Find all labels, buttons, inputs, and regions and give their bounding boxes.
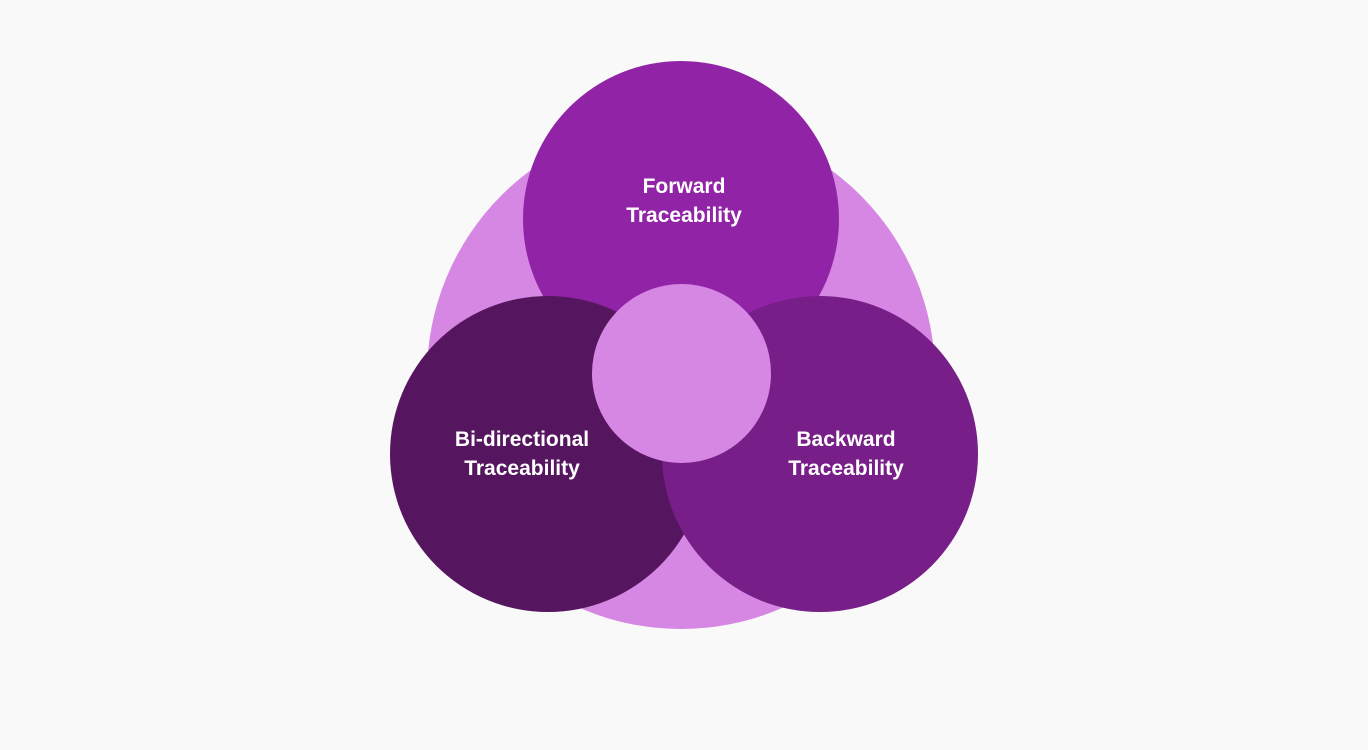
forward-traceability-label: Forward Traceability bbox=[554, 172, 814, 230]
bidirectional-traceability-label: Bi-directional Traceability bbox=[392, 425, 652, 483]
backward-label-line2: Traceability bbox=[788, 457, 904, 480]
forward-label-line2: Traceability bbox=[626, 204, 742, 227]
center-intersection-circle bbox=[592, 284, 771, 463]
bidirectional-label-line2: Traceability bbox=[464, 457, 580, 480]
backward-traceability-label: Backward Traceability bbox=[716, 425, 976, 483]
forward-label-line1: Forward bbox=[642, 175, 726, 198]
bidirectional-label-line1: Bi-directional bbox=[454, 428, 590, 451]
backward-label-line1: Backward bbox=[796, 428, 896, 451]
